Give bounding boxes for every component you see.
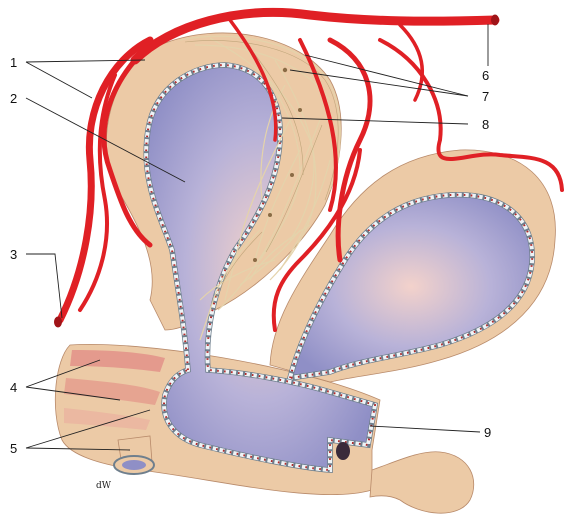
label-9: 9: [484, 425, 491, 440]
label-7: 7: [482, 89, 489, 104]
label-5: 5: [10, 441, 17, 456]
label-8: 8: [482, 117, 489, 132]
artist-signature: dW: [96, 481, 112, 491]
duct-opening: [336, 442, 350, 460]
artery-end-right: [491, 15, 499, 26]
label-3: 3: [10, 247, 17, 262]
label-2: 2: [10, 91, 17, 106]
label-1: 1: [10, 55, 17, 70]
label-4: 4: [10, 380, 17, 395]
artery-end-left: [54, 317, 62, 328]
bottom-bulb: [370, 452, 474, 513]
label-6: 6: [482, 68, 489, 83]
